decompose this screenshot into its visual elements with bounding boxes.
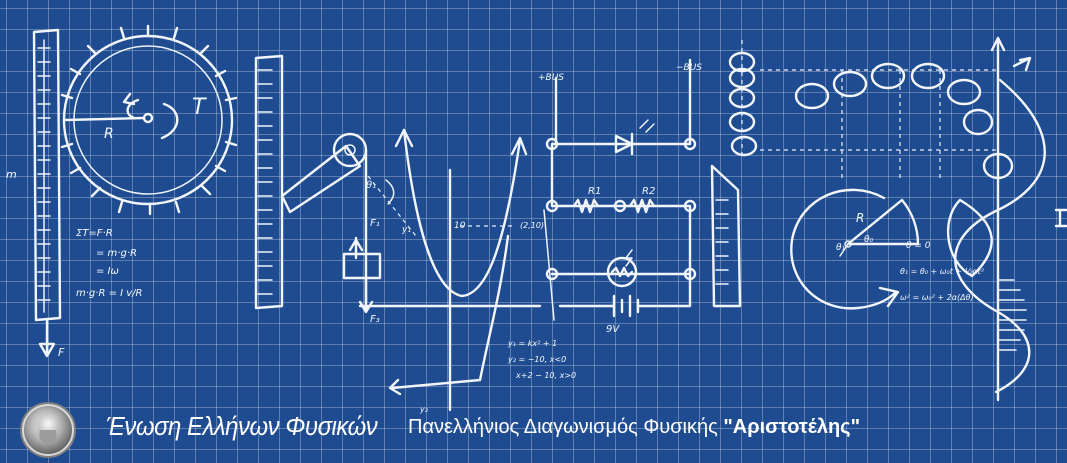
svg-text:(2,10): (2,10) (520, 221, 544, 230)
bust-beard-shape (40, 430, 56, 444)
svg-text:y₁: y₁ (401, 225, 411, 235)
svg-text:9V: 9V (606, 324, 620, 335)
svg-text:F₃: F₃ (370, 314, 380, 325)
svg-text:T: T (192, 95, 207, 120)
svg-text:m: m (6, 168, 17, 181)
organization-name: Ένωση Ελλήνων Φυσικών (106, 411, 378, 441)
svg-text:θ₀: θ₀ (864, 235, 874, 245)
aristotle-bust-logo-icon (22, 404, 74, 456)
letter-c-sketch: R θ₁ θ₀ θ = 0 θ₁ = θ₀ + ω₀t + ½αt² ω² = … (791, 64, 1012, 308)
letter-i-sketch (712, 40, 1000, 306)
contest-prefix: Πανελλήνιος Διαγωνισμός Φυσικής (408, 416, 724, 438)
svg-text:x+2 − 10, x>0: x+2 − 10, x>0 (515, 371, 576, 380)
svg-text:−BUS: −BUS (676, 63, 702, 73)
svg-text:R: R (856, 211, 864, 225)
letter-s-wave-sketch (948, 38, 1066, 400)
svg-text:ΣT=F·R: ΣT=F·R (76, 228, 113, 239)
svg-text:R: R (104, 126, 114, 142)
svg-text:θ = 0: θ = 0 (906, 241, 931, 251)
svg-text:R2: R2 (642, 186, 655, 197)
contest-title: Πανελλήνιος Διαγωνισμός Φυσικής "Αριστοτ… (408, 416, 860, 439)
svg-text:= Iω: = Iω (96, 266, 119, 277)
svg-text:R1: R1 (588, 186, 601, 197)
svg-text:F₁: F₁ (370, 218, 380, 229)
svg-text:ω² = ω₀² + 2α(Δθ): ω² = ω₀² + 2α(Δθ) (900, 293, 974, 302)
contest-quote-open: " (723, 416, 733, 438)
letter-y-sketch: 10 (2,10) y₁ = kx² + 1 y₂ = −10, x<0 x+2… (360, 130, 576, 414)
contest-name: Αριστοτέλης (732, 416, 851, 438)
contest-quote-close: " (850, 416, 861, 438)
svg-text:m·g·R = I v/R: m·g·R = I v/R (76, 288, 143, 299)
svg-text:10: 10 (454, 221, 466, 231)
letter-h-sketch: θ₁ F₁ F₃ y₁ (256, 56, 416, 325)
svg-text:θ₁: θ₁ (836, 243, 846, 253)
svg-text:F: F (58, 346, 65, 359)
svg-text:y₂ = −10, x<0: y₂ = −10, x<0 (507, 355, 566, 364)
svg-text:θ₁ = θ₀ + ω₀t + ½αt²: θ₁ = θ₀ + ω₀t + ½αt² (900, 267, 985, 276)
svg-text:y₁ = kx² + 1: y₁ = kx² + 1 (507, 339, 557, 348)
svg-text:+BUS: +BUS (538, 73, 564, 83)
letter-s-circuit-sketch: +BUS −BUS R1 R2 9V (538, 60, 702, 335)
svg-text:= m·g·R: = m·g·R (96, 248, 137, 259)
svg-text:θ₁: θ₁ (366, 180, 376, 191)
letter-p-sketch: T R m ΣT=F·R = m·g·R = Iω m·g·R = I v/R … (6, 26, 236, 359)
svg-text:y₂: y₂ (419, 405, 429, 414)
